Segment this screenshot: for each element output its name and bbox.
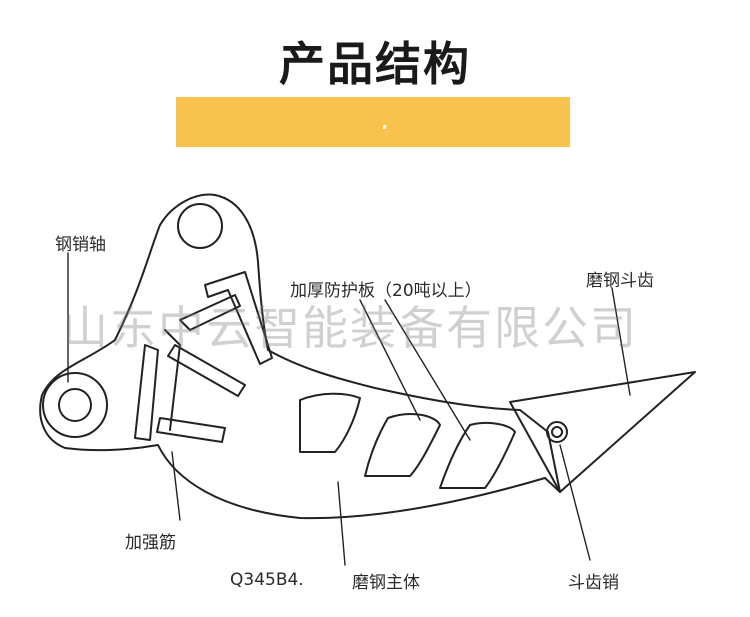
label-thick-guard-plate: 加厚防护板（20吨以上） — [290, 281, 482, 301]
leader-guard-plate-1 — [359, 299, 421, 421]
leader-body — [337, 481, 346, 566]
label-wear-bucket-tooth: 磨钢斗齿 — [586, 271, 654, 291]
label-tooth-pin: 斗齿销 — [568, 573, 619, 593]
leader-reinforcing-rib — [171, 451, 181, 521]
inner-plate — [134, 344, 159, 441]
rib-1 — [204, 271, 273, 365]
guard-cutout-2 — [364, 413, 441, 477]
inner-plate-line — [164, 329, 181, 431]
label-wear-steel-body: 磨钢主体 — [352, 573, 420, 593]
label-material: Q345B4. — [230, 570, 304, 590]
title-accent-bar — [176, 97, 570, 147]
label-steel-pin-shaft: 钢销轴 — [55, 235, 106, 255]
ripper-body-outline — [39, 193, 561, 520]
tooth-pin-inner — [551, 426, 563, 438]
bottom-pin-hole — [58, 388, 92, 422]
watermark: 山东中云智能装备有限公司 — [62, 301, 638, 355]
guard-cutout-1 — [299, 392, 361, 453]
bar-dot — [383, 125, 386, 129]
tooth-pin-outer — [546, 421, 568, 443]
leader-bucket-tooth — [611, 287, 631, 396]
leader-guard-plate-2 — [384, 299, 471, 441]
page-title: 产品结构 — [279, 37, 471, 91]
bucket-tooth — [509, 371, 696, 493]
guard-cutout-3 — [439, 422, 516, 489]
rib-3 — [167, 344, 246, 397]
top-pin-hole — [177, 203, 223, 249]
leader-tooth-pin — [559, 444, 591, 561]
rib-4 — [156, 417, 226, 443]
rib-2 — [179, 294, 241, 331]
label-reinforcing-rib: 加强筋 — [125, 533, 176, 553]
bottom-pin-hole-outer — [42, 372, 108, 438]
